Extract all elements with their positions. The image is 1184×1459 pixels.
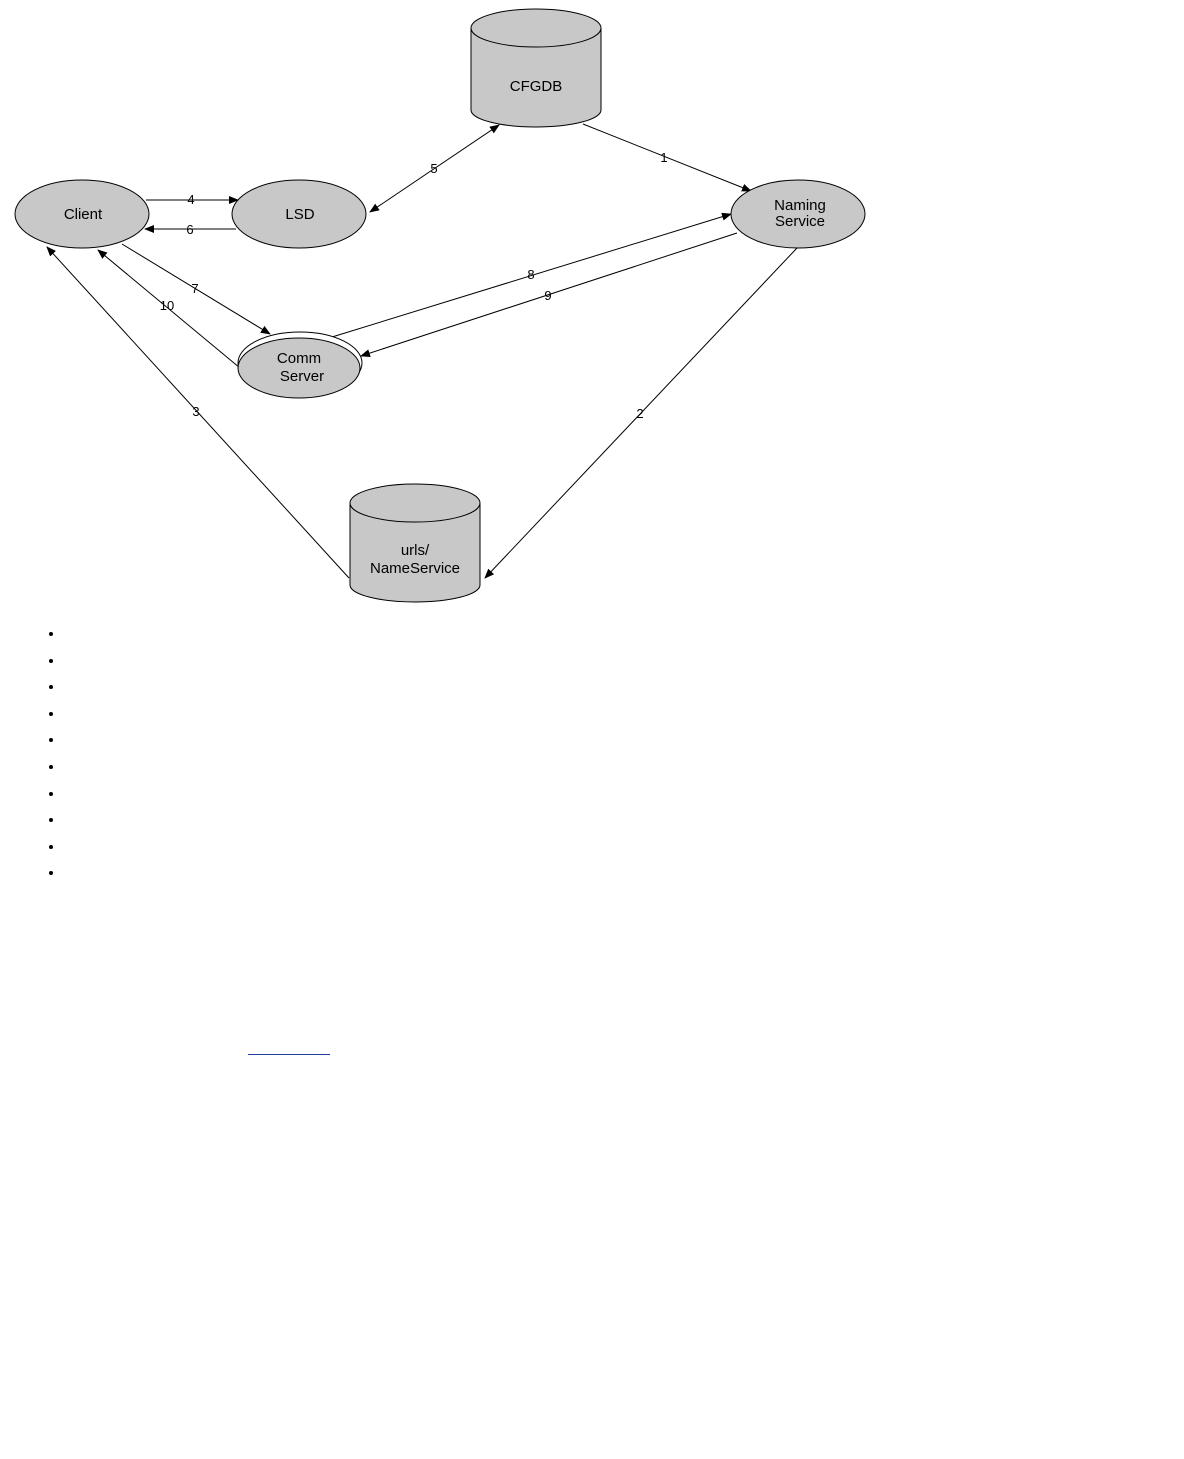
edge-label-4: 4 [187,192,194,207]
comm-server-label-line2: Server [280,368,324,385]
edge-3 [46,246,350,579]
edge-label-8: 8 [527,267,534,282]
edge-5 [369,124,500,213]
naming-service-label-line2: Service [775,213,825,230]
edge-label-1: 1 [660,150,667,165]
edge-label-6: 6 [186,222,193,237]
edge-9 [360,232,738,358]
edge-label-9: 9 [544,288,551,303]
bullet-list [0,620,64,886]
urls-nameservice-database: urls/ NameService [349,483,481,603]
naming-service-label-line1: Naming [774,197,826,214]
edge-label-2: 2 [636,406,643,421]
footer-link[interactable] [248,1034,330,1055]
lsd-label: LSD [285,206,314,223]
edge-8 [331,212,732,338]
edge-2 [484,247,798,579]
edge-label-5: 5 [430,161,437,176]
comm-server-node: Comm Server [237,331,363,399]
flow-diagram: 1 2 3 4 5 6 7 8 9 10 CFGDB urls/ NameSer… [14,8,866,603]
edge-label-10: 10 [160,298,174,313]
edge-label-7: 7 [191,281,198,296]
urls-nameservice-label-line1: urls/ [401,542,430,559]
naming-service-node: Naming Service [730,179,866,249]
client-node: Client [14,179,150,249]
comm-server-label-line1: Comm [277,350,321,367]
urls-nameservice-label-line2: NameService [370,560,460,577]
edge-10 [97,249,241,369]
edge-7 [121,243,271,335]
edge-1 [582,123,752,192]
lsd-node: LSD [231,179,367,249]
cfgdb-database: CFGDB [470,8,602,128]
client-label: Client [64,206,103,223]
cfgdb-label: CFGDB [510,78,563,95]
edge-label-3: 3 [192,404,199,419]
